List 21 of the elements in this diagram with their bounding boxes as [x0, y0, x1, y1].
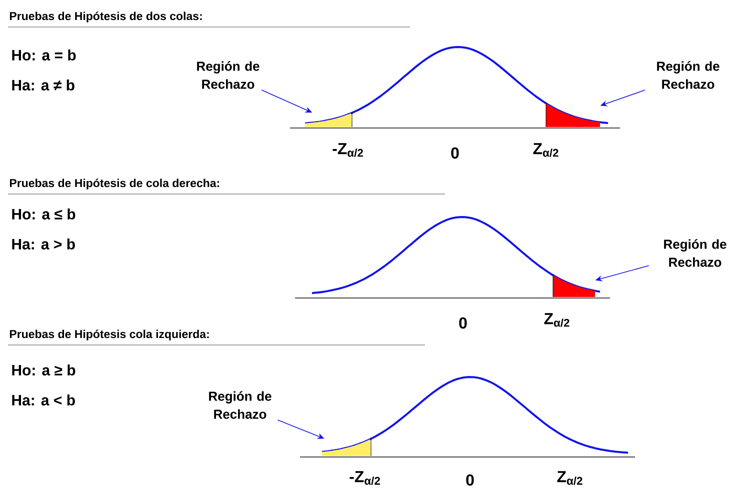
- rejection-region: [305, 112, 352, 128]
- section-heading: Pruebas de Hipótesis de dos colas:: [10, 12, 202, 22]
- axis-label: Z$_{α/2}$: [557, 471, 582, 485]
- rejection-region: [546, 102, 600, 128]
- region-label: Región de Rechazo: [209, 391, 272, 419]
- region-label: Región de Rechazo: [657, 61, 720, 89]
- hypothesis-text: Ho: a ≤ b: [12, 208, 76, 220]
- region-label: Región de Rechazo: [197, 61, 260, 89]
- hypothesis-text: Ha: a ≠ b: [12, 80, 74, 90]
- hypothesis-text: Ha: a > b: [12, 238, 75, 250]
- rejection-region: [322, 438, 372, 456]
- hypothesis-text: Ha: a < b: [12, 394, 75, 406]
- axis-label: 0: [466, 474, 474, 486]
- region-label: Región de Rechazo: [664, 239, 726, 267]
- axis-label: 0: [459, 317, 467, 329]
- hypothesis-text: Ho: a = b: [12, 50, 76, 60]
- section-heading: Pruebas de Hipótesis cola izquierda:: [10, 330, 209, 340]
- section-heading: Pruebas de Hipótesis de cola derecha:: [10, 178, 219, 190]
- hypothesis-text: Ho: a ≥ b: [12, 364, 76, 376]
- axis-label: 0: [451, 147, 459, 159]
- rejection-region: [552, 274, 595, 298]
